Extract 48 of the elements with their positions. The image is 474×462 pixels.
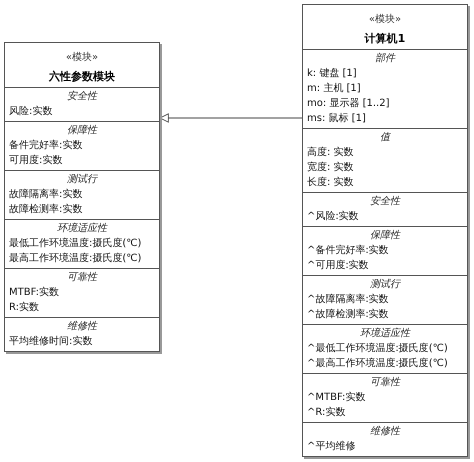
generalization-arrow	[160, 113, 302, 123]
uml-block	[4, 42, 160, 352]
property-text: 故障隔离率:实数	[9, 188, 82, 202]
compartment-heading: 维修性	[370, 424, 400, 439]
property-text: ms: 鼠标 [1]	[307, 112, 366, 126]
property-text: 平均维修时间:实数	[9, 334, 92, 349]
compartment-heading: 可靠性	[370, 376, 400, 390]
block-name: 六性参数模块	[49, 69, 115, 85]
property-text: ^风险:实数	[307, 210, 359, 224]
property-text: ^最高工作环境温度:摄氏度(℃)	[307, 356, 448, 371]
property-text: MTBF:实数	[9, 286, 59, 300]
property-text: mo: 显示器 [1..2]	[307, 97, 390, 111]
compartment-heading: 值	[380, 131, 390, 145]
compartment-heading: 安全性	[67, 90, 97, 104]
uml-block	[302, 4, 468, 457]
block-name: 计算机1	[364, 31, 406, 47]
property-text: ^平均维修	[307, 440, 356, 454]
property-text: 长度: 实数	[307, 176, 354, 190]
property-text: ^故障检测率:实数	[307, 308, 389, 322]
property-text: 风险:实数	[9, 104, 52, 119]
compartment-heading: 保障性	[67, 124, 97, 138]
compartment-heading: 测试行	[370, 278, 400, 292]
property-text: R:实数	[9, 300, 40, 315]
compartment-heading: 部件	[375, 52, 395, 66]
compartment-heading: 可靠性	[67, 270, 97, 285]
property-text: ^MTBF:实数	[307, 390, 366, 405]
stereotype-label: «模块»	[66, 51, 98, 65]
property-text: ^备件完好率:实数	[307, 244, 389, 258]
property-text: 可用度:实数	[9, 154, 62, 168]
compartment-heading: 环境适应性	[57, 222, 107, 236]
property-text: m: 主机 [1]	[307, 82, 361, 96]
property-text: 故障检测率:实数	[9, 202, 82, 217]
compartment-heading: 维修性	[67, 320, 97, 334]
property-text: ^故障隔离率:实数	[307, 292, 389, 307]
stereotype-label: «模块»	[368, 13, 402, 27]
property-text: ^可用度:实数	[307, 258, 369, 273]
property-text: k: 键盘 [1]	[307, 66, 357, 81]
property-text: 高度: 实数	[307, 146, 354, 160]
compartment-heading: 环境适应性	[360, 326, 410, 341]
compartment-heading: 安全性	[370, 194, 400, 209]
property-text: 最高工作环境温度:摄氏度(℃)	[9, 252, 142, 266]
property-text: 备件完好率:实数	[9, 138, 82, 153]
property-text: ^R:实数	[307, 406, 346, 420]
compartment-heading: 保障性	[370, 228, 400, 243]
property-text: 最低工作环境温度:摄氏度(℃)	[9, 236, 142, 251]
property-text: ^最低工作环境温度:摄氏度(℃)	[307, 342, 448, 356]
property-text: 宽度: 实数	[307, 160, 354, 175]
compartment-heading: 测试行	[67, 172, 97, 187]
